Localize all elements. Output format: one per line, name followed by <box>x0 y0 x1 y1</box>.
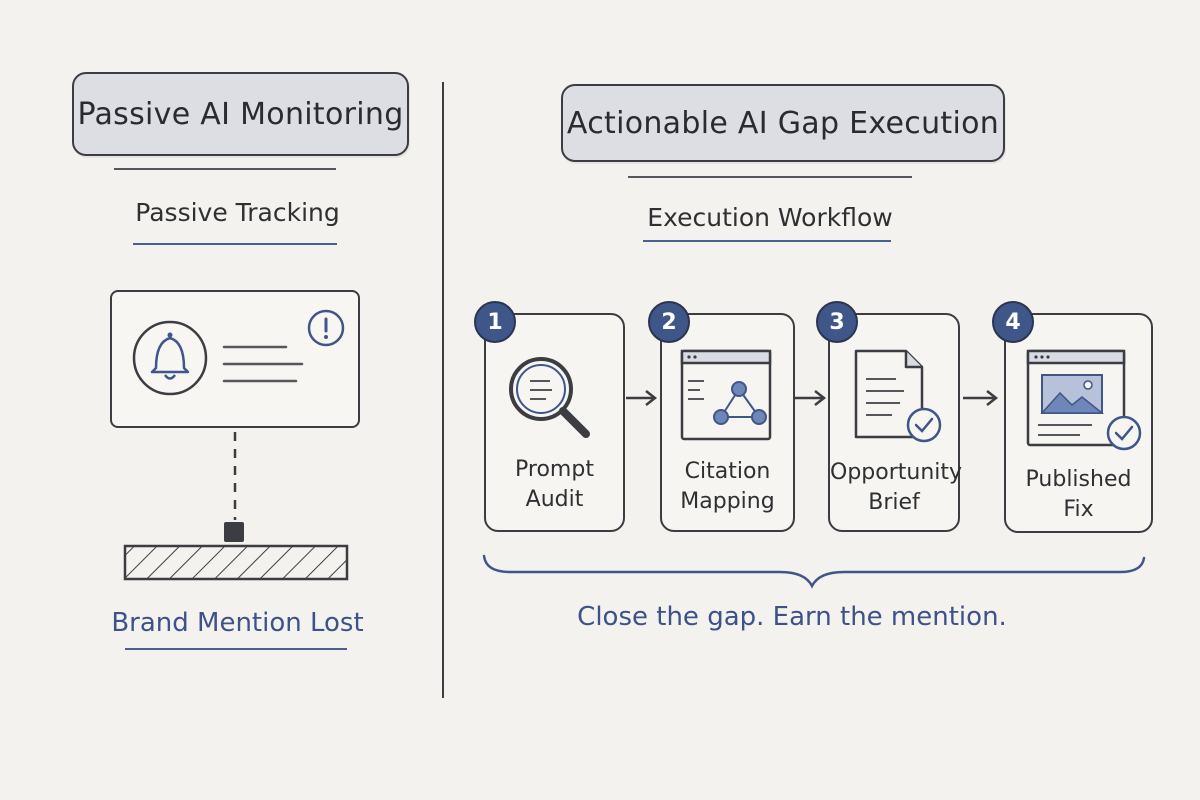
connector-block <box>224 522 244 542</box>
step-label-line2: Mapping <box>680 489 775 514</box>
header-underline <box>114 168 336 170</box>
step-number-badge: 2 <box>648 301 690 343</box>
bell-icon <box>132 320 208 396</box>
actionable-execution-header-text: Actionable AI Gap Execution <box>566 105 1000 141</box>
published-page-icon <box>1026 349 1142 451</box>
passive-monitoring-header: Passive AI Monitoring <box>72 72 409 156</box>
text-lines <box>222 345 304 383</box>
grouping-brace <box>482 554 1146 589</box>
arrow-right-icon <box>795 390 827 406</box>
alert-icon <box>307 309 345 347</box>
step-card-citation-mapping: Citation Mapping <box>660 313 795 532</box>
lost-underline <box>125 648 347 650</box>
step-label-line1: Published <box>1025 467 1132 492</box>
step-label-line1: Prompt <box>515 457 594 482</box>
subtitle-underline <box>643 240 891 242</box>
subtitle-underline <box>133 243 337 245</box>
step-card-published-fix: Published Fix <box>1004 313 1153 533</box>
magnifier-icon <box>509 357 590 438</box>
step-card-prompt-audit: Prompt Audit <box>484 313 625 532</box>
header-underline <box>628 176 912 178</box>
execution-workflow-subtitle: Execution Workflow <box>647 203 893 232</box>
passive-tracking-subtitle: Passive Tracking <box>135 198 340 227</box>
brand-mention-lost-label: Brand Mention Lost <box>111 608 364 638</box>
notification-card-art <box>132 309 345 396</box>
panel-divider <box>442 82 444 698</box>
hatched-bar <box>123 544 349 581</box>
step-label-line2: Audit <box>525 487 584 512</box>
actionable-execution-header: Actionable AI Gap Execution <box>561 84 1005 162</box>
arrow-right-icon <box>963 390 999 406</box>
step-number-badge: 3 <box>816 301 858 343</box>
tagline: Close the gap. Earn the mention. <box>577 602 1007 632</box>
notification-card <box>110 290 360 428</box>
document-check-icon <box>854 349 942 443</box>
network-window-icon <box>680 349 772 441</box>
step-label-line2: Fix <box>1063 497 1094 522</box>
step-label-line1: Citation <box>684 459 771 484</box>
step-number-badge: 1 <box>474 301 516 343</box>
lost-connection-art <box>123 432 349 581</box>
step-card-opportunity-brief: Opportunity Brief <box>828 313 963 532</box>
step-label-line1: Opportunity <box>830 460 963 485</box>
arrow-right-icon <box>626 390 658 406</box>
step-label-line2: Brief <box>868 490 920 515</box>
step-number-badge: 4 <box>992 301 1034 343</box>
passive-monitoring-header-text: Passive AI Monitoring <box>77 96 404 132</box>
